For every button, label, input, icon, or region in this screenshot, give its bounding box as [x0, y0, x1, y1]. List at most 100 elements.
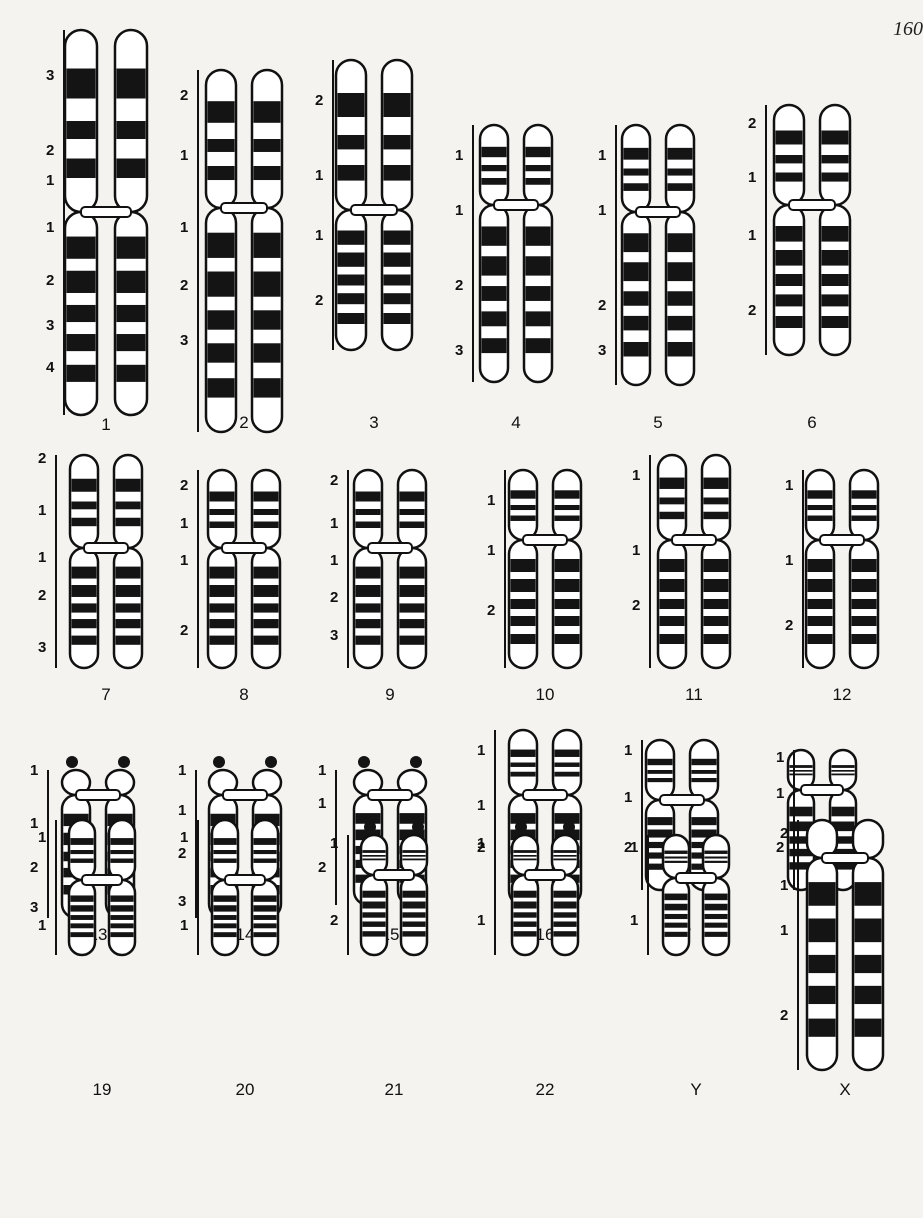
region-number: 2 — [315, 92, 323, 109]
chromatid-21-right-q-band — [403, 931, 426, 936]
chromatid-10-right-p-band — [555, 516, 580, 521]
chromatid-8-left-q-band — [210, 636, 235, 645]
chromatid-1-right-p-band — [117, 121, 146, 139]
chromatid-Y-right-q-band — [705, 932, 728, 937]
chromatid-8-left-q-band — [210, 567, 235, 579]
chromatid-1-right-q-band — [117, 305, 146, 322]
region-number: 3 — [180, 332, 188, 349]
region-number: 1 — [598, 202, 606, 219]
satellite-13 — [66, 756, 78, 768]
chromatid-16-right-p-band — [555, 750, 580, 757]
chromatid-5-left-p-band — [624, 169, 649, 176]
chromatid-4-left-q-band — [482, 226, 507, 245]
chromatid-18-right-q-band — [832, 807, 855, 817]
region-number: 1 — [180, 515, 188, 532]
chromatid-11-right-p-band — [704, 498, 729, 505]
chromatid-21-right-p-band — [403, 850, 426, 853]
region-number: 1 — [477, 797, 485, 814]
chromatid-22-right-p-band — [554, 850, 577, 853]
chromatid-4-left-p-band — [482, 165, 507, 171]
chromatid-3-right-q-band — [384, 231, 411, 245]
chromatid-9-left-q-band — [356, 585, 381, 597]
chromatid-7-right-p-band — [116, 479, 141, 492]
chromatid-7-right-p-band — [116, 502, 141, 510]
chromatid-20-left-p-band — [214, 859, 237, 863]
chromatid-3-right-q-band — [384, 293, 411, 304]
chromatid-6-left-p-band — [776, 131, 803, 145]
chromatid-10-left-p-band — [511, 490, 536, 498]
region-number: 1 — [30, 762, 38, 779]
region-number: 1 — [632, 467, 640, 484]
centromere-12 — [820, 535, 864, 545]
chromatid-10-left-q-band — [511, 559, 536, 572]
chromatid-16-left-p-band — [511, 763, 536, 767]
chromatid-3-right-p-band — [384, 165, 411, 181]
chromatid-Y-left-p-band — [665, 861, 688, 863]
centromere-16 — [523, 790, 567, 800]
chromatid-22-right-p-band — [554, 855, 577, 857]
region-number: 1 — [180, 219, 188, 236]
chromosome-label-7: 7 — [101, 685, 110, 704]
chromatid-4-right-p-band — [526, 178, 551, 185]
chromatid-22-right-q-band — [554, 912, 577, 917]
region-number: 1 — [624, 789, 632, 806]
chromatid-9-right-q-band — [400, 619, 425, 628]
chromatid-21-right-p-band — [403, 855, 426, 857]
chromatid-12-right-q-band — [852, 599, 877, 609]
chromatid-2-right-q-band — [254, 233, 281, 258]
chromatid-8-left-p-band — [210, 522, 235, 529]
chromatid-4-left-q-band — [482, 256, 507, 275]
chromatid-8-left-q-band — [210, 603, 235, 612]
chromatid-22-left-q-band — [514, 891, 537, 898]
chromosome-label-X: X — [839, 1080, 850, 1099]
chromatid-19-right-p-band — [111, 850, 134, 854]
chromatid-X-right-q-band — [855, 986, 882, 1004]
region-number: 1 — [318, 795, 326, 812]
centromere-21 — [374, 870, 414, 880]
chromatid-12-left-q-band — [808, 599, 833, 609]
chromatid-10-left-p-band — [511, 505, 536, 510]
chromatid-Y-right-p-band — [705, 861, 728, 863]
centromere-2 — [221, 203, 267, 213]
region-number: 1 — [632, 542, 640, 559]
chromatid-17-right-q-band — [692, 817, 717, 825]
region-number: 1 — [180, 552, 188, 569]
satellite-15 — [358, 756, 370, 768]
chromatid-18-right-p-band — [832, 770, 855, 772]
chromatid-6-right-p-band — [822, 173, 849, 182]
chromatid-12-left-q-band — [808, 616, 833, 626]
chromatid-11-right-q-band — [704, 634, 729, 644]
chromatid-X-right-q-band — [855, 919, 882, 943]
chromatid-7-left-p-band — [72, 518, 97, 526]
satellite-14 — [213, 756, 225, 768]
chromatid-4-right-q-band — [526, 311, 551, 326]
chromosome-label-19: 19 — [93, 1080, 112, 1099]
chromatid-3-left-p-band — [338, 93, 365, 117]
chromatid-Y-left-q-band — [665, 914, 688, 919]
chromatid-9-left-p-band — [356, 522, 381, 529]
region-number: 1 — [38, 502, 46, 519]
centromere-X — [822, 853, 868, 863]
chromatid-8-right-q-band — [254, 619, 279, 628]
chromatid-Y-left-q-band — [665, 923, 688, 928]
chromatid-17-right-p-band — [692, 770, 717, 774]
chromatid-18-left-p-band — [790, 774, 813, 776]
region-number: 1 — [38, 549, 46, 566]
chromatid-11-right-q-band — [704, 559, 729, 572]
centromere-18 — [801, 785, 843, 795]
chromatid-1-left-q-band — [67, 305, 96, 322]
chromatid-8-right-q-band — [254, 603, 279, 612]
chromatid-22-left-q-band — [514, 921, 537, 926]
region-number: 1 — [315, 227, 323, 244]
centromere-17 — [660, 795, 704, 805]
chromatid-3-left-p-band — [338, 135, 365, 149]
satellite-22 — [563, 821, 575, 833]
chromatid-1-right-p-band — [117, 69, 146, 99]
chromatid-19-right-q-band — [111, 905, 134, 911]
chromatid-11-left-q-band — [660, 634, 685, 644]
chromatid-3-left-q-band — [338, 253, 365, 267]
region-number: 2 — [455, 277, 463, 294]
satellite-14 — [265, 756, 277, 768]
chromatid-1-left-q-band — [67, 365, 96, 382]
chromatid-3-right-p-band — [384, 135, 411, 149]
